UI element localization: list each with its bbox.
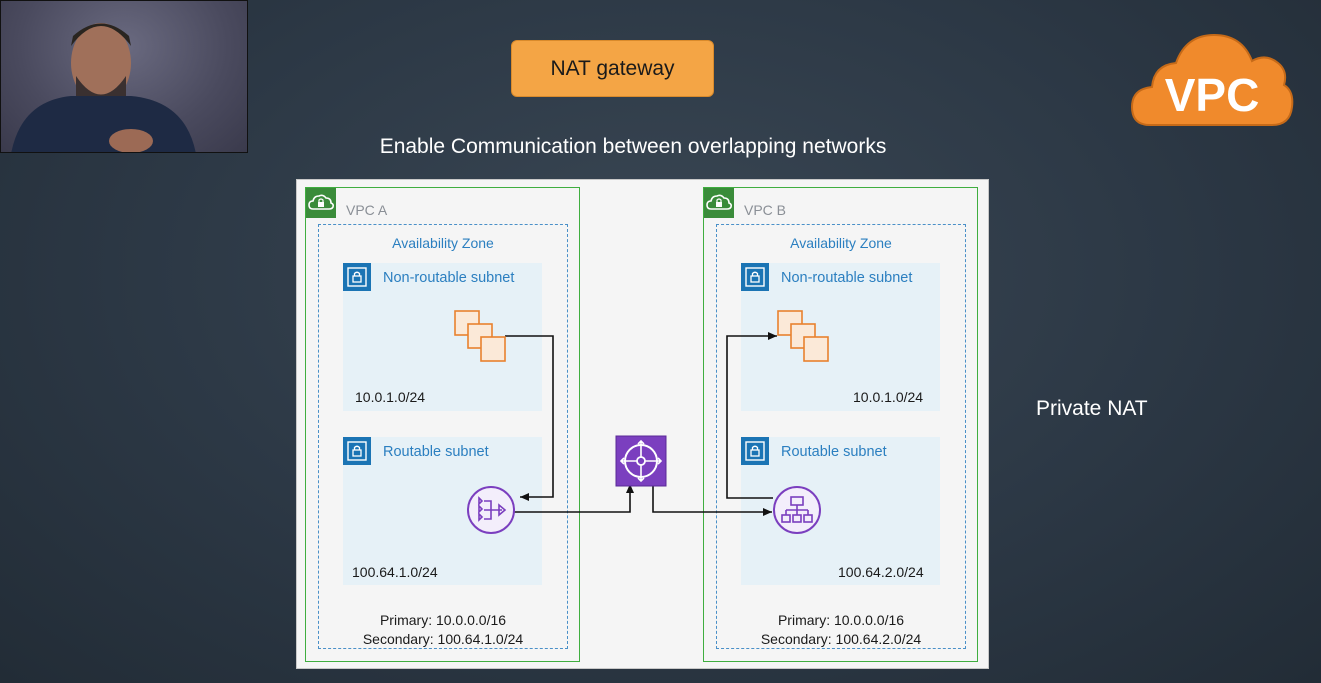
vpc-b-cidrs: Primary: 10.0.0.0/16 Secondary: 100.64.2… [717,611,965,649]
vpc-a-cidrs: Primary: 10.0.0.0/16 Secondary: 100.64.1… [319,611,567,649]
vpc-b-primary-cidr: Primary: 10.0.0.0/16 [777,612,905,628]
cloud-lock-icon [306,188,336,218]
az-b-title: Availability Zone [790,235,892,251]
vpc-a-secondary-cidr: Secondary: 100.64.1.0/24 [362,631,524,647]
non-routable-subnet-a-title: Non-routable subnet [383,270,515,286]
routable-subnet-b-title: Routable subnet [781,444,887,460]
load-balancer-icon [773,486,821,534]
az-a-title: Availability Zone [392,235,494,251]
vpc-b-secondary-cidr: Secondary: 100.64.2.0/24 [760,631,922,647]
non-routable-subnet-a: Non-routable subnet 10.0.1.0/24 [343,263,542,411]
lock-icon [343,263,371,291]
non-routable-subnet-a-cidr: 10.0.1.0/24 [355,389,426,405]
vpc-b-title: VPC B [744,202,787,218]
private-nat-label: Private NAT [1036,397,1148,420]
connector-nat-to-transit [514,484,634,513]
nat-gateway-label: NAT gateway [550,56,675,80]
lock-icon [741,437,769,465]
nat-gateway-icon [467,486,515,534]
cloud-lock-icon [704,188,734,218]
lock-icon [343,437,371,465]
connector-lines [505,332,777,516]
non-routable-subnet-b-cidr: 10.0.1.0/24 [853,389,924,405]
routable-subnet-a-cidr: 100.64.1.0/24 [352,564,438,580]
transit-gateway-icon [615,435,667,487]
ec2-instances-icon [454,310,506,362]
ec2-instances-icon [777,310,829,362]
vpc-a-primary-cidr: Primary: 10.0.0.0/16 [379,612,507,628]
presenter-webcam [0,0,248,153]
routable-subnet-a-title: Routable subnet [383,444,489,460]
presenter-icon [11,23,196,152]
vpc-a-title: VPC A [346,202,388,218]
diagram-overlay [454,310,829,534]
availability-zone-a: Availability Zone Non-routable subnet 10… [318,224,568,649]
connector-lb-to-instances-b [726,332,777,499]
vpc-a: VPC A Availability Zone Non-routable sub… [305,187,580,662]
routable-subnet-b-cidr: 100.64.2.0/24 [838,564,924,580]
nat-gateway-button[interactable]: NAT gateway [511,40,714,97]
vpc-logo-text: VPC [1165,69,1260,121]
connector-transit-to-lb [652,484,772,516]
connector-instances-a-to-nat [505,335,554,501]
lock-icon [741,263,769,291]
vpc-cloud-icon: VPC [1130,33,1294,126]
slide-subtitle: Enable Communication between overlapping… [379,135,887,158]
non-routable-subnet-b-title: Non-routable subnet [781,270,913,286]
